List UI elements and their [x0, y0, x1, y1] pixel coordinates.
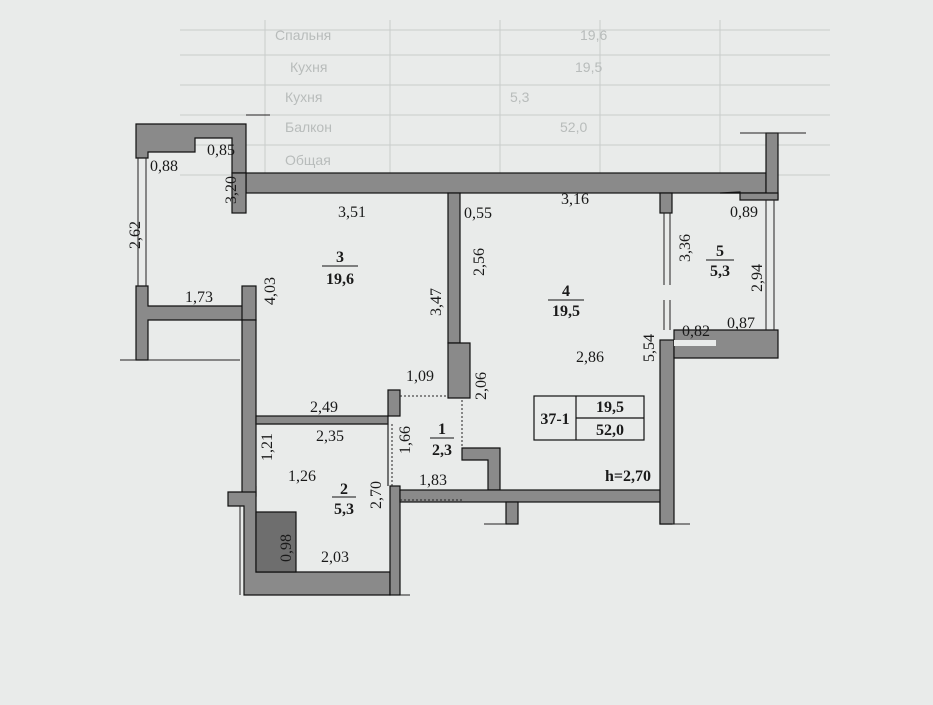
dim-2-70: 2,70 — [368, 481, 385, 509]
room-1-label: 1 2,3 — [430, 421, 454, 459]
dimensions: 0,88 0,85 3,20 2,62 3,51 4,03 1,73 3,47 … — [127, 142, 766, 566]
dim-1-09: 1,09 — [406, 368, 434, 385]
windows — [120, 114, 806, 596]
bg-row-1: Спальня — [275, 27, 331, 43]
dim-2-03: 2,03 — [321, 549, 349, 566]
bg-row-3: Кухня — [285, 89, 322, 105]
room-1-number: 1 — [438, 421, 446, 438]
room-5-area: 5,3 — [710, 263, 730, 280]
dim-0-88: 0,88 — [150, 158, 178, 175]
dim-1-21: 1,21 — [259, 433, 276, 461]
dim-1-83: 1,83 — [419, 472, 447, 489]
dim-3-47: 3,47 — [428, 288, 445, 316]
dim-2-35: 2,35 — [316, 428, 344, 445]
dim-0-85: 0,85 — [207, 142, 235, 159]
dim-2-49: 2,49 — [310, 399, 338, 416]
room-lines — [255, 423, 389, 492]
dim-2-86: 2,86 — [576, 349, 604, 366]
room-3-number: 3 — [336, 249, 344, 266]
summary-box: 37-1 19,5 52,0 — [533, 395, 645, 441]
bg-row-5: Общая — [285, 152, 331, 168]
room-4-label: 4 19,5 — [548, 283, 584, 320]
room-4-number: 4 — [562, 283, 570, 300]
dim-3-20: 3,20 — [223, 176, 240, 204]
walls — [135, 123, 779, 596]
dim-0-82: 0,82 — [682, 323, 710, 340]
dim-1-26: 1,26 — [288, 468, 316, 485]
bg-val-4: 52,0 — [560, 119, 587, 135]
dim-0-89: 0,89 — [730, 204, 758, 221]
dim-2-94: 2,94 — [749, 264, 766, 292]
bg-row-2: Кухня — [290, 59, 327, 75]
bg-val-2: 19,5 — [575, 59, 602, 75]
summary-living: 19,5 — [596, 399, 624, 416]
bg-row-4: Балкон — [285, 119, 332, 135]
room-2-number: 2 — [340, 481, 348, 498]
room-3-label: 3 19,6 — [322, 249, 358, 288]
room-5-label: 5 5,3 — [706, 243, 734, 280]
dim-4-03: 4,03 — [262, 277, 279, 305]
dim-3-51: 3,51 — [338, 204, 366, 221]
room-1-area: 2,3 — [432, 442, 452, 459]
room-5-number: 5 — [716, 243, 724, 260]
dim-3-16: 3,16 — [561, 191, 589, 208]
dim-1-66: 1,66 — [397, 426, 414, 454]
room-2-area: 5,3 — [334, 501, 354, 518]
dim-0-98: 0,98 — [278, 534, 295, 562]
room-4-area: 19,5 — [552, 303, 580, 320]
summary-apt: 37-1 — [540, 411, 569, 428]
ceiling-height: h=2,70 — [605, 468, 651, 485]
dim-5-54: 5,54 — [641, 334, 658, 362]
bg-val-3: 5,3 — [510, 89, 530, 105]
room-2-label: 2 5,3 — [332, 481, 356, 518]
room-3-area: 19,6 — [326, 271, 354, 288]
dim-2-06: 2,06 — [473, 372, 490, 400]
dim-2-56: 2,56 — [471, 248, 488, 276]
dim-3-36: 3,36 — [677, 234, 694, 262]
summary-total: 52,0 — [596, 422, 624, 439]
bg-val-1: 19,6 — [580, 27, 607, 43]
dim-1-73: 1,73 — [185, 289, 213, 306]
dim-0-87: 0,87 — [727, 315, 755, 332]
dim-0-55: 0,55 — [464, 205, 492, 222]
background-table — [180, 20, 830, 180]
dim-2-62: 2,62 — [127, 221, 144, 249]
